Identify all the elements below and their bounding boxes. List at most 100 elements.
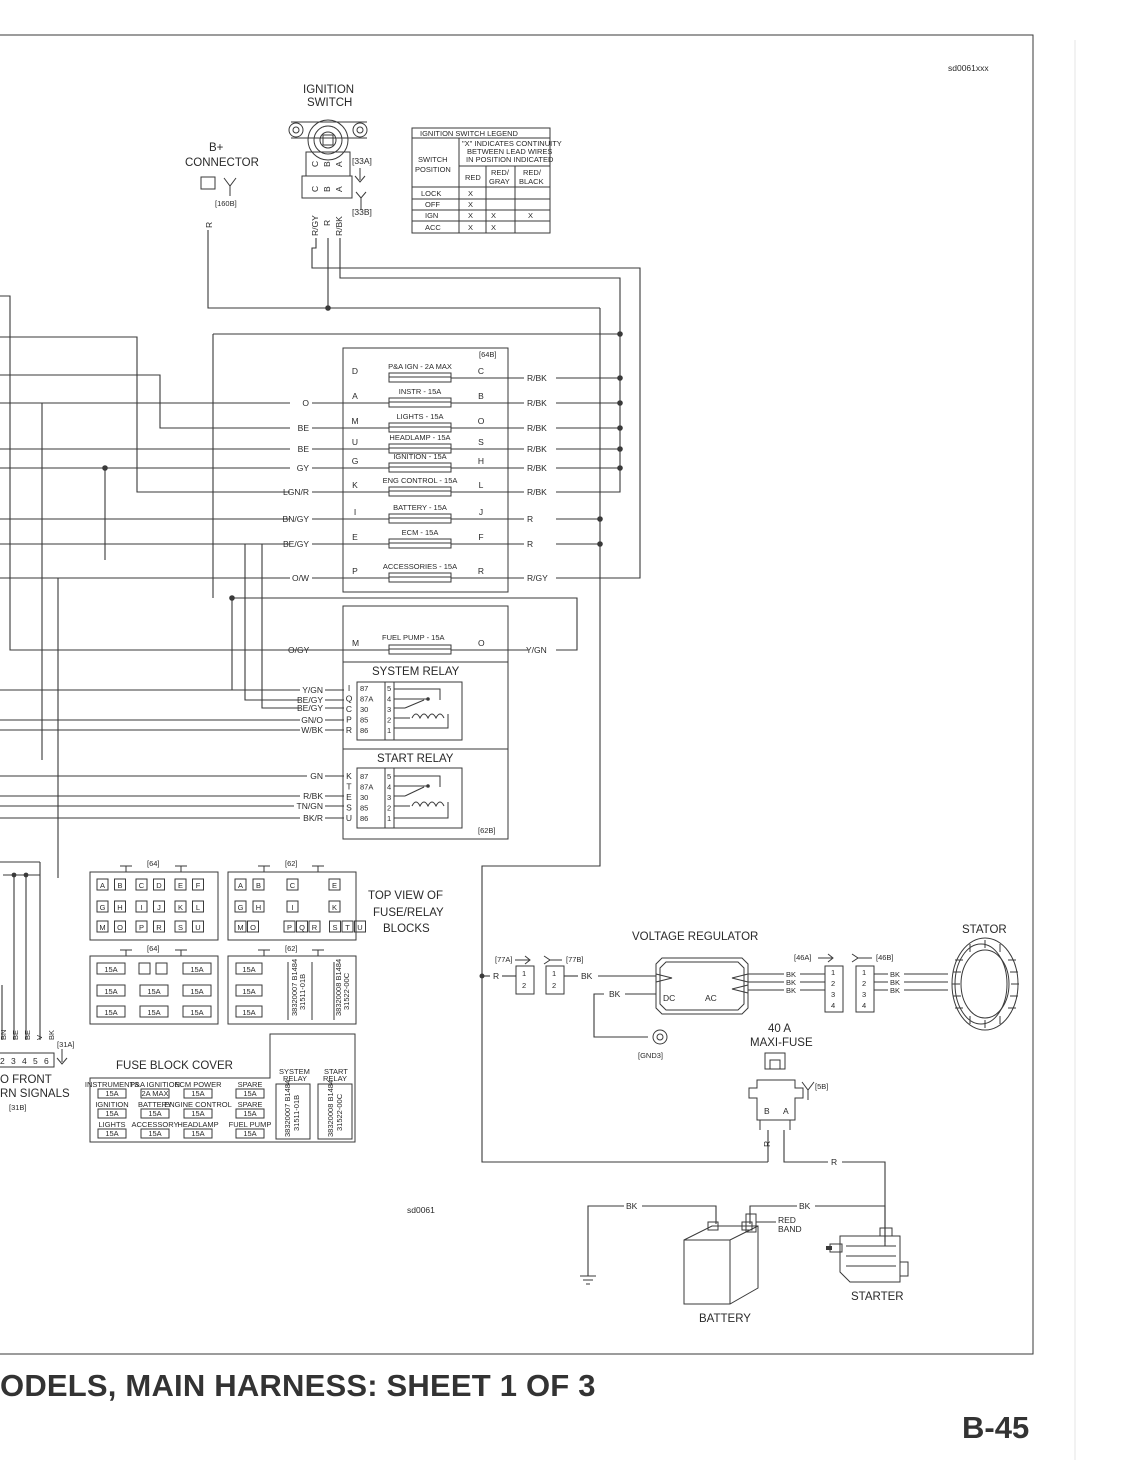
pin-cell: C [286,878,299,891]
pin-cell: I [135,900,148,913]
ign-wire-rbk: R/BK [334,216,344,236]
fuse-rating: 15A [147,987,160,996]
turn-label-2: RN SIGNALS [0,1088,70,1100]
relay-part-2: 31511-01B [298,974,307,1010]
pin-label: K [332,903,337,912]
maxi-pin-b: B [764,1106,770,1116]
b-plus-connector: B+ CONNECTOR [160B] R [185,142,259,228]
top-view-blocks: TOP VIEW OF FUSE/RELAY BLOCKS [64] [62] … [89,859,444,1025]
top-view-label-3: BLOCKS [383,923,430,935]
fuse-right-pin: B [478,391,484,401]
maxi-fuse-icon [748,1052,804,1130]
b-plus-socket-icon [200,176,216,190]
top-view-conn-64: [64] [147,859,160,868]
relay-pin: Q [346,694,353,704]
cover-relay-part-2: 31511-01B [292,1095,301,1131]
pin-cell: R [308,920,321,933]
fuse-cell: 15A [235,1005,263,1018]
b-plus-wire-r: R [204,222,214,228]
pin-label: A [100,881,105,890]
fuse-left-wire: BN/GY [283,514,310,524]
page-title: ODELS, MAIN HARNESS: SHEET 1 OF 3 [0,1368,596,1403]
turn-wire-be-2: BE [23,1030,32,1040]
fuse-rating: 15A [104,1008,117,1017]
pin-label: L [196,903,200,912]
fuse-right-pin: O [478,416,485,426]
conn-46b-pin-3: 3 [862,990,866,999]
fuse-right-pin: J [479,507,483,517]
pin-label: O [117,923,123,932]
cover-relay-part-4: 31522-00C [335,1093,344,1131]
legend-note-1: "X" INDICATES CONTINUITY [462,139,562,148]
relay-wire: GN [310,771,323,781]
pin-cell: B [252,878,265,891]
fuel-pump-left-wire: O/GY [288,645,310,655]
fuse-cell [138,962,168,975]
pin-label: O [250,923,256,932]
drawing-code-top: sd0061xxx [948,63,989,73]
turn-wire-bn: BN [0,1030,8,1040]
conn-46b-pin-2: 2 [862,979,866,988]
page-number: B-45 [962,1410,1030,1445]
pin-cell: G [234,900,247,913]
cover-start-relay-1: START [324,1067,348,1076]
cover-relay-part-3: 38320008 B1484 [326,1080,335,1137]
cover-fuse-label: INSTRUMENTS [85,1080,139,1089]
ign-pin-a-top: A [334,161,344,167]
relay-pin: T [346,782,351,792]
fuse-left-wire: O [302,398,309,408]
pin-label: P [139,923,144,932]
relay-wire: R/BK [303,791,323,801]
turn-pin-3: 3 [11,1056,16,1066]
turn-conn-arrow-icon [56,1049,68,1065]
ignition-switch-icon [288,119,368,199]
pin-label: Q [299,923,305,932]
cover-fuse-value: 15A [191,1109,204,1118]
relay-wire: W/BK [301,725,323,735]
pin-cell: E [328,878,341,891]
voltage-regulator-title: VOLTAGE REGULATOR [632,931,758,943]
pin-label: G [100,903,106,912]
ign-pin-b-top: B [322,161,332,167]
relay-wire: TN/GN [297,801,323,811]
page-frame [0,34,1076,1460]
maxi-wire-r: R [762,1141,772,1147]
wire-bk-gnd: BK [609,989,621,999]
fuse-right-wire: R/BK [527,444,547,454]
fuse-block-cover: FUSE BLOCK COVER SYSTEM RELAY START RELA… [89,1033,356,1143]
conn-77a-pin-2: 2 [522,981,526,990]
conn-77b-pin-2: 2 [552,981,556,990]
relay-wire: BE/GY [297,703,323,713]
legend-row-ign-rb: X [528,211,533,220]
ignition-switch-title-2: SWITCH [307,97,352,109]
stator-wire-bk-2: BK [890,978,900,987]
fuse-label: IGNITION - 15A [393,452,446,461]
stator-title: STATOR [962,924,1007,936]
fuse-right-pin: L [479,480,484,490]
relay-pin: R [346,725,352,735]
legend-row: IGN X X X [425,211,533,220]
b-plus-title-1: B+ [209,142,224,154]
ignition-switch-title-1: IGNITION [303,84,354,96]
relay-num: 5 [387,772,391,781]
vr-wire-bk-3: BK [786,986,796,995]
pin-label: M [99,923,105,932]
red-band-1: RED [778,1215,796,1225]
conn-46-arrow-icon [818,953,834,963]
fuse-left-wire: BE/GY [283,539,309,549]
fuse-label: HEADLAMP - 15A [389,433,450,442]
